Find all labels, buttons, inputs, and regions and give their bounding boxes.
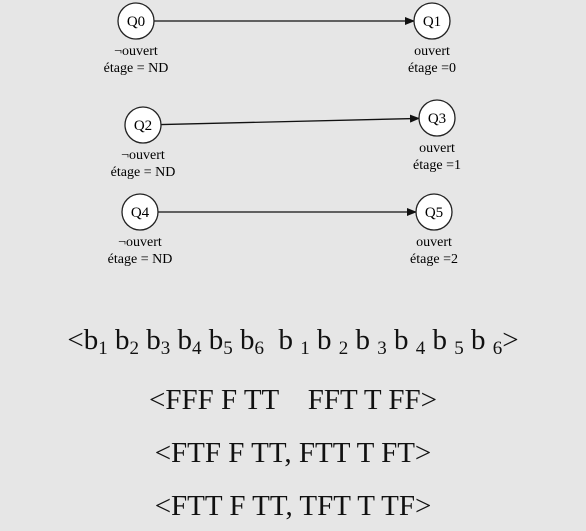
- vector-bit-b: b: [463, 324, 493, 356]
- vector-bit-b: b: [309, 324, 339, 356]
- state-label: Q1: [423, 14, 441, 30]
- state-node-q1: Q1 ouvert étage =0: [408, 2, 456, 76]
- state-circle: [413, 2, 451, 40]
- state-door-condition: ouvert: [414, 44, 450, 59]
- vector-bit-index: 3: [377, 338, 387, 359]
- state-node-q4: Q4 ¬ouvert étage = ND: [108, 193, 173, 267]
- bit-vector-header: <b1 b2 b3 b4 b5 b6 b 1 b 2 b 3 b 4 b 5 b…: [0, 324, 586, 359]
- state-circle: [415, 193, 453, 231]
- state-floor-condition: étage =2: [410, 252, 458, 267]
- vector-bit-index: 4: [415, 338, 426, 359]
- state-door-condition: ouvert: [416, 235, 452, 250]
- state-label: Q3: [428, 111, 446, 127]
- state-floor-condition: étage =1: [413, 158, 461, 173]
- sequence-line-2: <FTF F TT, FTT T FT>: [154, 437, 432, 469]
- state-floor-condition: étage =0: [408, 61, 456, 76]
- state-circle: [121, 193, 159, 231]
- vector-bit-b: b: [139, 324, 161, 356]
- vector-bit-b: b: [348, 324, 378, 356]
- state-circle: [117, 2, 155, 40]
- sequence-line-3: <FTT F TT, TFT T TF>: [154, 490, 432, 522]
- state-label: Q4: [131, 205, 150, 221]
- vector-bit-b: b: [386, 324, 416, 356]
- state-floor-condition: étage = ND: [111, 165, 176, 180]
- state-door-condition: ouvert: [419, 141, 455, 156]
- vector-open-bracket: <: [67, 324, 84, 356]
- vector-bit-index: 2: [338, 338, 349, 359]
- state-label: Q2: [134, 118, 152, 134]
- vector-bit-index: 5: [223, 338, 233, 359]
- vector-bit-index: 5: [454, 338, 464, 359]
- transition-arrow-q2-q3: [160, 114, 421, 126]
- state-floor-condition: étage = ND: [108, 252, 173, 267]
- state-node-q2: Q2 ¬ouvert étage = ND: [111, 106, 176, 180]
- vector-bit-index: 1: [300, 338, 310, 359]
- vector-bit-b: b: [201, 324, 224, 356]
- state-floor-condition: étage = ND: [104, 61, 169, 76]
- vector-bit-b: b: [107, 324, 130, 356]
- sequence-line-1: <FFF F TT FFT T FF>: [149, 384, 437, 416]
- state-door-condition: ¬ouvert: [121, 148, 165, 163]
- vector-bit-index: 3: [160, 338, 171, 359]
- state-circle: [418, 99, 456, 137]
- vector-close-bracket: >: [502, 324, 519, 356]
- state-node-q0: Q0 ¬ouvert étage = ND: [104, 2, 169, 76]
- state-door-condition: ¬ouvert: [114, 44, 158, 59]
- vector-bit-b: b: [264, 324, 301, 356]
- state-door-condition: ¬ouvert: [118, 235, 162, 250]
- state-circle: [124, 106, 162, 144]
- vector-bit-b: b: [170, 324, 193, 356]
- vector-bit-index: 1: [98, 338, 108, 359]
- vector-bit-b: b: [232, 324, 255, 356]
- state-diagram: Q0 ¬ouvert étage = ND Q1 ouvert étage =0 Q2 ¬ou…: [104, 2, 461, 267]
- state-node-q3: Q3 ouvert étage =1: [413, 99, 461, 173]
- vector-bit-b: b: [425, 324, 455, 356]
- state-label: Q0: [127, 14, 145, 30]
- vector-bit-index: 6: [492, 338, 503, 359]
- state-label: Q5: [425, 205, 443, 221]
- vector-bit-b: b: [83, 324, 99, 356]
- state-node-q5: Q5 ouvert étage =2: [410, 193, 458, 267]
- vector-bit-index: 4: [192, 338, 202, 359]
- vector-bit-index: 2: [129, 338, 140, 359]
- vector-bit-index: 6: [254, 338, 265, 359]
